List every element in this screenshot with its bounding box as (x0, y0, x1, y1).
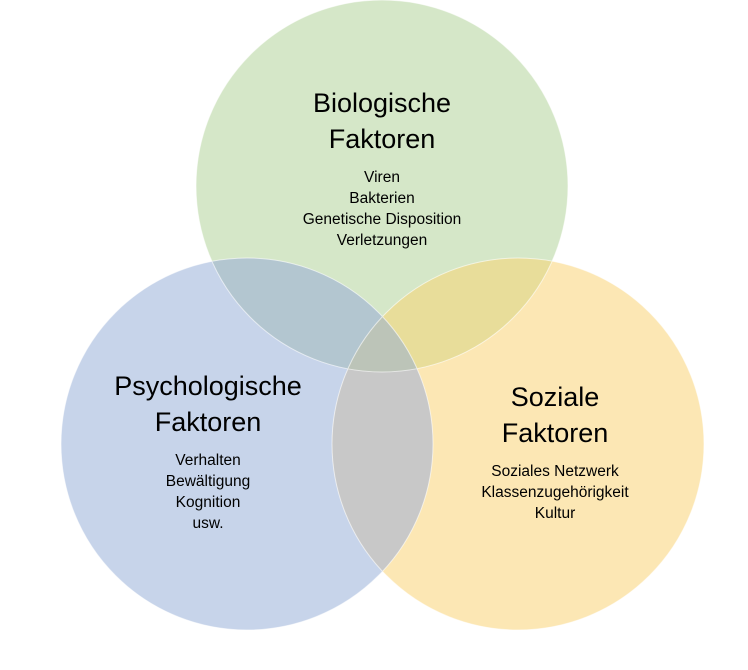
biological-label: Biologische Faktoren Viren Bakterien Gen… (303, 85, 462, 251)
social-items: Soziales Netzwerk Klassenzugehörigkeit K… (481, 461, 628, 524)
list-item: Verhalten (175, 452, 241, 469)
list-item: Bewältigung (165, 473, 251, 490)
list-item: Soziales Netzwerk (491, 463, 619, 480)
list-item: Verletzungen (336, 232, 428, 249)
title-line: Faktoren (501, 418, 609, 448)
social-title: Soziale Faktoren (481, 379, 628, 451)
list-item: usw. (192, 515, 224, 532)
title-line: Faktoren (328, 124, 436, 154)
psychological-title: Psychologische Faktoren (114, 368, 302, 440)
title-line: Faktoren (154, 407, 262, 437)
list-item: Bakterien (349, 190, 415, 207)
biological-items: Viren Bakterien Genetische Disposition V… (303, 167, 462, 251)
title-line: Biologische (312, 88, 452, 118)
list-item: Kognition (175, 494, 241, 511)
title-line: Psychologische (114, 371, 302, 401)
list-item: Genetische Disposition (302, 211, 462, 228)
psychological-items: Verhalten Bewältigung Kognition usw. (114, 450, 302, 534)
psychological-label: Psychologische Faktoren Verhalten Bewält… (114, 368, 302, 534)
bio-social-overlap (332, 258, 568, 372)
social-label: Soziale Faktoren Soziales Netzwerk Klass… (481, 379, 628, 524)
list-item: Viren (364, 169, 400, 186)
list-item: Kultur (534, 505, 576, 522)
title-line: Soziale (510, 382, 600, 412)
biological-title: Biologische Faktoren (303, 85, 462, 157)
list-item: Klassenzugehörigkeit (481, 484, 629, 501)
bio-psych-overlap (196, 258, 433, 372)
